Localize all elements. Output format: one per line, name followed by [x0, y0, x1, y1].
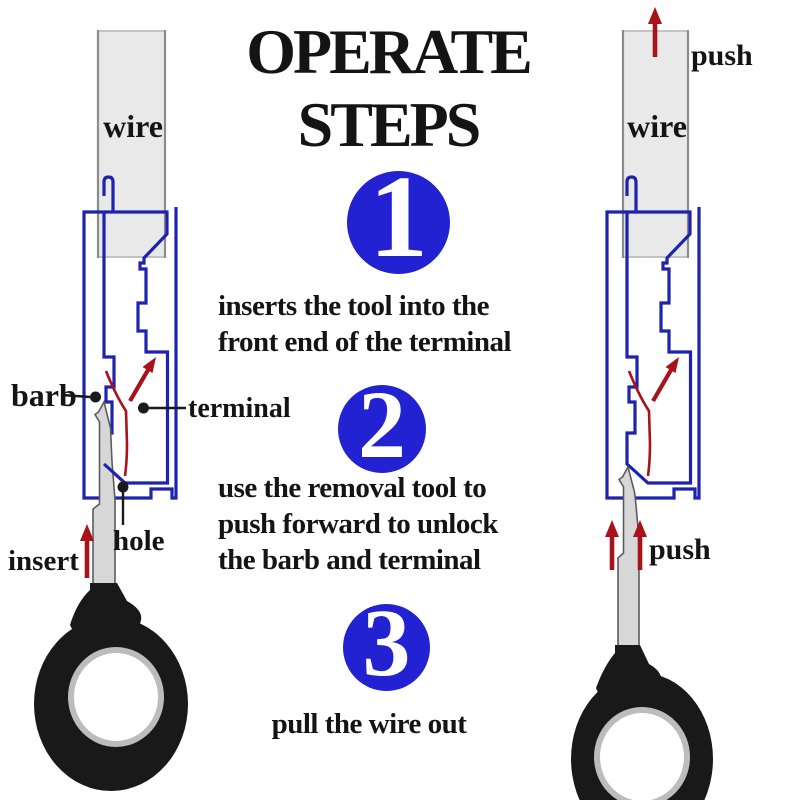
step3-badge: 3: [343, 595, 430, 691]
hole-label: hole: [113, 525, 165, 557]
step2-text: use the removal tool to push forward to …: [218, 470, 498, 578]
push-up-arrow-top: [648, 7, 662, 57]
insert-arrow: [80, 524, 94, 578]
left-tool-pin: [92, 399, 116, 587]
left-terminal-housing: [82, 175, 178, 500]
right-removal-tool: [571, 464, 713, 800]
left-wire: [96, 30, 167, 258]
barb-spring-line: [104, 370, 129, 477]
barb-leader: [61, 393, 91, 399]
step2-line3: the barb and terminal: [218, 544, 481, 576]
step1-line2: front end of the terminal: [218, 326, 512, 358]
housing-lance-hook: [102, 175, 115, 211]
title-line2: STEPS: [297, 89, 482, 160]
step3-line1: pull the wire out: [271, 708, 467, 740]
terminal-label: terminal: [188, 393, 291, 424]
barb-dot: [90, 391, 101, 403]
step3-number: 3: [362, 589, 411, 697]
title-line1: OPERATE: [246, 16, 533, 87]
step1-badge: 1: [347, 158, 450, 276]
left-removal-tool: [34, 399, 188, 791]
label-leaders: [61, 391, 186, 525]
unlock-arrow-head: [142, 357, 156, 373]
step2-line1: use the removal tool to: [218, 472, 487, 504]
right-wire-label: wire: [627, 108, 687, 144]
step3-text: pull the wire out: [258, 706, 480, 742]
step1-line1: inserts the tool into the: [218, 290, 490, 322]
right-tool-pin: [617, 464, 640, 649]
right-wire: [621, 30, 690, 258]
right-tool-ring-hole: [594, 707, 690, 800]
push-top-label: push: [691, 39, 753, 72]
step1-number: 1: [369, 151, 428, 283]
left-tool-ring-hole: [68, 647, 164, 747]
hole-dot: [117, 481, 129, 493]
left-wire-label: wire: [103, 108, 163, 144]
step2-number: 2: [358, 370, 406, 478]
step1-text: inserts the tool into the front end of t…: [218, 288, 512, 360]
housing-hole-edge-overlay: [102, 462, 127, 485]
push-bottom-label: push: [649, 533, 711, 566]
step2-line2: push forward to unlock: [218, 508, 498, 540]
page-title: OPERATE STEPS: [188, 15, 588, 161]
step2-badge: 2: [338, 376, 426, 473]
unlock-arrow-shaft: [128, 368, 150, 403]
housing-outline: [82, 207, 178, 500]
barb-label: barb: [11, 377, 77, 413]
insert-label: insert: [8, 545, 79, 577]
push-arrows-bottom: [605, 520, 647, 570]
terminal-dot: [138, 402, 149, 414]
